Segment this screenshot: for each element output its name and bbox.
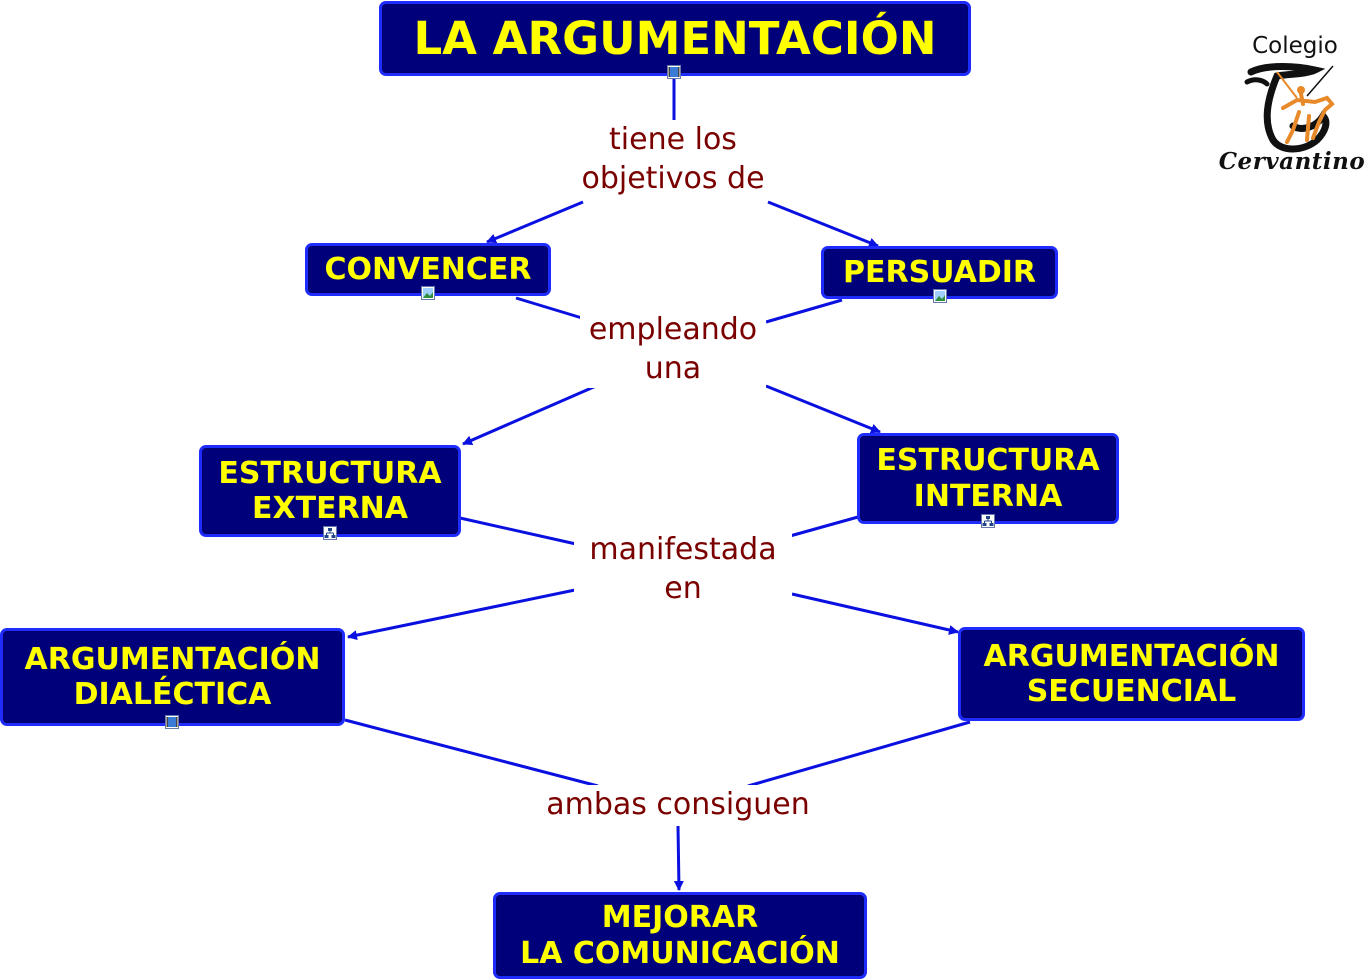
concept-map-icon[interactable] — [323, 526, 337, 540]
film-icon[interactable] — [165, 715, 179, 729]
arrow-ambas-to-mejorar — [673, 825, 684, 891]
logo-top-text: Colegio — [1252, 33, 1338, 59]
link-line: una — [644, 351, 702, 386]
link-line: ambas consiguen — [546, 787, 810, 822]
arrow-empleando-to-estructura-interna — [765, 384, 881, 434]
arrow-tiene-to-persuadir — [767, 200, 879, 248]
connector-estructura-externa-to-manifestada — [459, 516, 577, 546]
concept-line: ESTRUCTURA — [218, 455, 442, 491]
concept-line: ARGUMENTACIÓN — [983, 638, 1280, 674]
concept-line: PERSUADIR — [842, 254, 1036, 290]
link-tiene-los-objetivos-de: tiene los objetivos de — [562, 120, 784, 198]
concept-line: SECUENCIAL — [1026, 674, 1237, 709]
concept-line: LA COMUNICACIÓN — [520, 935, 840, 971]
film-icon[interactable] — [667, 65, 681, 79]
concept-map-icon[interactable] — [981, 514, 995, 528]
concept-estructura-externa[interactable]: ESTRUCTURA EXTERNA — [199, 445, 461, 537]
link-line: empleando — [588, 312, 758, 347]
arrow-manifestada-to-dialectica — [347, 588, 576, 641]
logo-bottom-text: Cervantino — [1218, 148, 1366, 175]
concept-argumentacion-secuencial[interactable]: ARGUMENTACIÓN SECUENCIAL — [958, 627, 1305, 721]
concept-line: DIALÉCTICA — [73, 677, 272, 712]
connector-secuencial-to-ambas — [747, 720, 971, 788]
concept-line: ESTRUCTURA — [876, 443, 1100, 479]
concept-line: LA ARGUMENTACIÓN — [413, 11, 937, 65]
concept-estructura-interna[interactable]: ESTRUCTURA INTERNA — [857, 433, 1119, 524]
image-icon[interactable] — [933, 289, 947, 303]
link-ambas-consiguen: ambas consiguen — [530, 785, 826, 824]
arrow-manifestada-to-secuencial — [791, 592, 959, 635]
link-line: objetivos de — [581, 161, 765, 196]
concept-line: CONVENCER — [324, 251, 532, 287]
concept-mejorar-la-comunicacion[interactable]: MEJORAR LA COMUNICACIÓN — [493, 892, 867, 979]
quixote-rider-logo-icon — [1244, 63, 1335, 153]
connector-convencer-to-empleando — [515, 296, 583, 320]
concept-line: EXTERNA — [251, 491, 408, 526]
image-icon[interactable] — [421, 286, 435, 300]
colegio-cervantino-logo: Colegio Cervantino — [1215, 30, 1365, 185]
connector-estructura-interna-to-manifestada — [789, 515, 859, 538]
connector-persuadir-to-empleando — [765, 298, 843, 324]
link-empleando-una: empleando una — [580, 310, 766, 388]
concept-la-argumentacion[interactable]: LA ARGUMENTACIÓN — [379, 1, 971, 76]
link-manifestada-en: manifestada en — [574, 530, 792, 608]
concept-line: MEJORAR — [601, 900, 759, 936]
link-line: manifestada — [589, 532, 777, 567]
connector-dialectica-to-ambas — [344, 718, 599, 788]
arrow-empleando-to-estructura-externa — [462, 384, 597, 446]
concept-line: ARGUMENTACIÓN — [24, 641, 321, 677]
concept-argumentacion-dialectica[interactable]: ARGUMENTACIÓN DIALÉCTICA — [0, 628, 345, 726]
arrow-tiene-to-convencer — [486, 200, 584, 244]
concept-line: INTERNA — [913, 478, 1063, 514]
link-line: tiene los — [609, 122, 737, 157]
link-line: en — [664, 571, 702, 606]
